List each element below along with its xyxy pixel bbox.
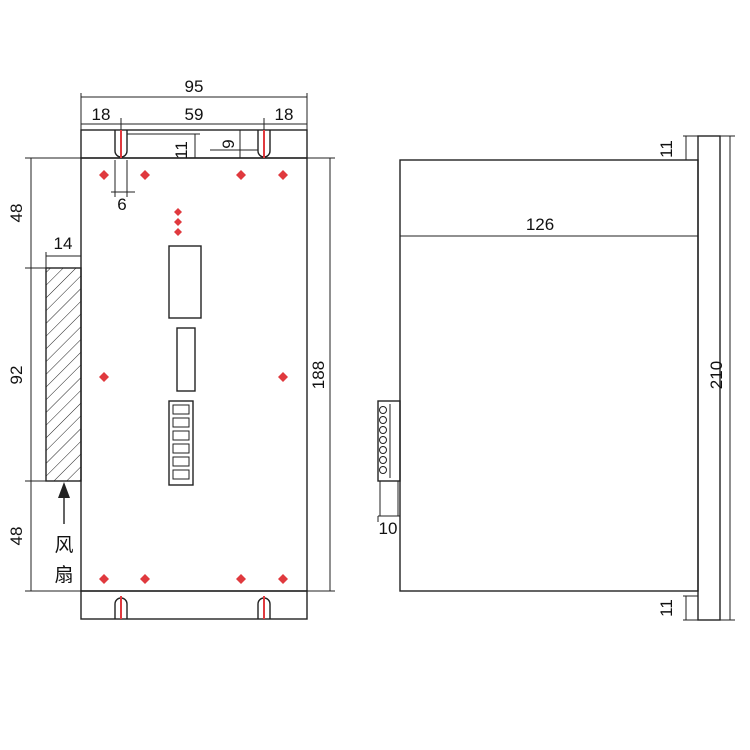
- hole-marker: [99, 170, 109, 180]
- side-flange: [697, 135, 721, 621]
- dim-top-flange: 11: [172, 141, 191, 159]
- top-dimensions: [80, 93, 308, 197]
- dim-lower-section: 48: [7, 527, 26, 546]
- top-flange: [80, 129, 308, 159]
- dim-slot-spacing: 59: [185, 105, 204, 124]
- hole-marker: [236, 170, 246, 180]
- led-marker: [174, 228, 182, 236]
- fan-arrow-head: [58, 482, 70, 498]
- dim-body-height: 188: [309, 361, 328, 389]
- front-body: [80, 157, 308, 592]
- fan-label-2: 扇: [54, 564, 73, 586]
- right-dimension: [307, 157, 335, 592]
- side-dimensions: [377, 135, 735, 621]
- side-view: 126 11 11 210 10: [377, 135, 735, 621]
- fan-hatch: [45, 267, 82, 482]
- dim-slot-width: 6: [117, 195, 126, 214]
- dim-fan-width: 14: [54, 234, 73, 253]
- dim-terminal-width: 10: [379, 519, 398, 538]
- dim-flange-bottom: 11: [657, 599, 676, 617]
- front-view: 风 扇 95 18 59 18 11 9 6: [7, 77, 335, 620]
- bottom-flange: [80, 590, 308, 620]
- dim-upper-section: 48: [7, 204, 26, 223]
- dim-slot-depth: 9: [219, 139, 238, 148]
- hole-marker: [236, 574, 246, 584]
- dim-overall-height: 210: [707, 361, 726, 389]
- dim-flange-top: 11: [657, 140, 676, 158]
- hole-marker: [99, 372, 109, 382]
- hole-marker: [278, 372, 288, 382]
- dim-fan-height: 92: [7, 366, 26, 385]
- dim-depth: 126: [526, 215, 554, 234]
- dim-left-slot-offset: 18: [92, 105, 111, 124]
- mounting-holes: [99, 170, 288, 584]
- panel-slot: [176, 327, 196, 392]
- dip-switch-block: [168, 400, 194, 486]
- left-dimensions: [25, 157, 81, 592]
- dim-overall-width: 95: [185, 77, 204, 96]
- led-marker: [174, 208, 182, 216]
- led-marker: [174, 218, 182, 226]
- hole-marker: [140, 170, 150, 180]
- hole-marker: [278, 574, 288, 584]
- dim-right-slot-offset: 18: [275, 105, 294, 124]
- fan-label-1: 风: [54, 534, 73, 556]
- hole-marker: [140, 574, 150, 584]
- display-window: [168, 245, 202, 319]
- terminal-strip: [377, 400, 401, 517]
- hole-marker: [278, 170, 288, 180]
- hole-marker: [99, 574, 109, 584]
